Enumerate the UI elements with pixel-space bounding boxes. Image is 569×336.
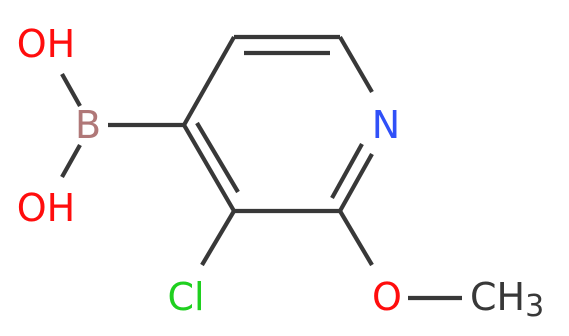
bond-c6-n bbox=[338, 35, 374, 94]
atom-label-boron: B bbox=[75, 103, 101, 147]
atom-label-oh-bottom: OH bbox=[17, 186, 75, 230]
bond-n-c2 bbox=[338, 152, 374, 213]
atom-label-oxygen: O bbox=[372, 275, 402, 319]
bond-c2-o bbox=[338, 209, 374, 267]
bond-b-oh-bottom bbox=[60, 143, 82, 179]
atom-label-oh-top: OH bbox=[17, 22, 75, 66]
atom-label-methyl: CH3 bbox=[470, 275, 544, 324]
bond-c4-c5 bbox=[182, 35, 236, 127]
bond-c3-cl bbox=[200, 209, 236, 267]
methyl-ch-text: CH bbox=[470, 275, 525, 319]
bond-c3-c4-inner bbox=[195, 121, 240, 194]
atom-label-chlorine: Cl bbox=[167, 275, 204, 319]
methyl-subscript: 3 bbox=[525, 289, 544, 324]
atom-label-nitrogen: N bbox=[372, 103, 400, 147]
bond-n-c2-inner bbox=[330, 142, 364, 200]
bond-c3-c4 bbox=[182, 123, 236, 213]
bond-b-oh-top bbox=[60, 72, 82, 108]
